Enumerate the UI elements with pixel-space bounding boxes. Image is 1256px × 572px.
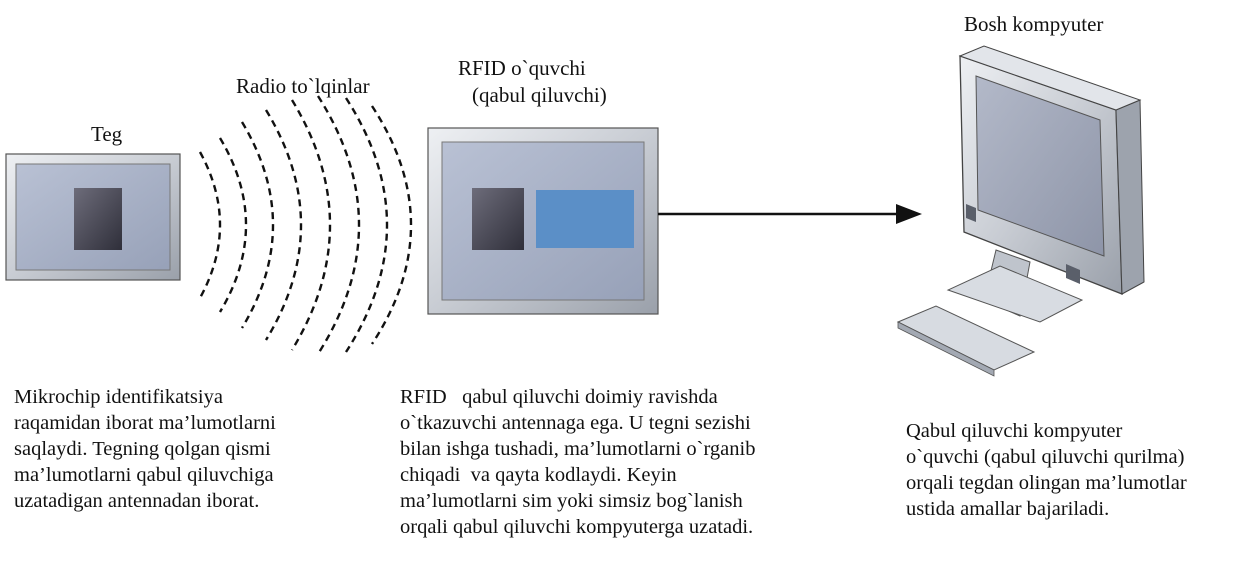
tag-description-line: saqlaydi. Tegning qolgan qismi <box>14 438 271 460</box>
microchip-icon <box>74 188 122 250</box>
reader-label-line2: (qabul qiluvchi) <box>472 83 607 107</box>
computer-label: Bosh kompyuter <box>964 12 1104 36</box>
computer-description-line: orqali tegdan olingan ma’lumotlar <box>906 472 1187 494</box>
host-computer-icon <box>896 45 1145 377</box>
reader-description-line: o`tkazuvchi antennaga ega. U tegni sezis… <box>400 412 751 434</box>
reader-description-line: ma’lumotlarni sim yoki simsiz bog`lanish <box>400 490 743 512</box>
radio-waves-label: Radio to`lqinlar <box>236 74 370 98</box>
reader-description-line: RFID qabul qiluvchi doimiy ravishda <box>400 386 718 408</box>
rfid-tag <box>5 153 181 281</box>
reader-description: RFID qabul qiluvchi doimiy ravishda o`tk… <box>400 384 755 540</box>
computer-description-line: ustida amallar bajariladi. <box>906 498 1110 520</box>
radio-waves-icon <box>198 95 413 355</box>
tag-label: Teg <box>91 122 123 146</box>
computer-description-line: o`quvchi (qabul qiluvchi qurilma) <box>906 446 1185 468</box>
tag-description-line: uzatadigan antennadan iborat. <box>14 490 260 512</box>
data-flow-arrow <box>658 204 922 224</box>
rfid-reader <box>427 127 659 315</box>
computer-description: Qabul qiluvchi kompyuter o`quvchi (qabul… <box>906 418 1187 522</box>
reader-description-line: bilan ishga tushadi, ma’lumotlarni o`rga… <box>400 438 756 460</box>
computer-description-line: Qabul qiluvchi kompyuter <box>906 420 1123 442</box>
tag-description-line: Mikrochip identifikatsiya <box>14 386 223 408</box>
tag-description-line: raqamidan iborat ma’lumotlarni <box>14 412 276 434</box>
tag-description-line: ma’lumotlarni qabul qiluvchiga <box>14 464 274 486</box>
reader-window <box>536 190 634 248</box>
reader-label-line1: RFID o`quvchi <box>458 56 586 80</box>
reader-chip-icon <box>472 188 524 250</box>
reader-description-line: orqali qabul qiluvchi kompyuterga uzatad… <box>400 516 754 538</box>
tag-description: Mikrochip identifikatsiya raqamidan ibor… <box>14 384 276 514</box>
reader-description-line: chiqadi va qayta kodlaydi. Keyin <box>400 464 677 486</box>
